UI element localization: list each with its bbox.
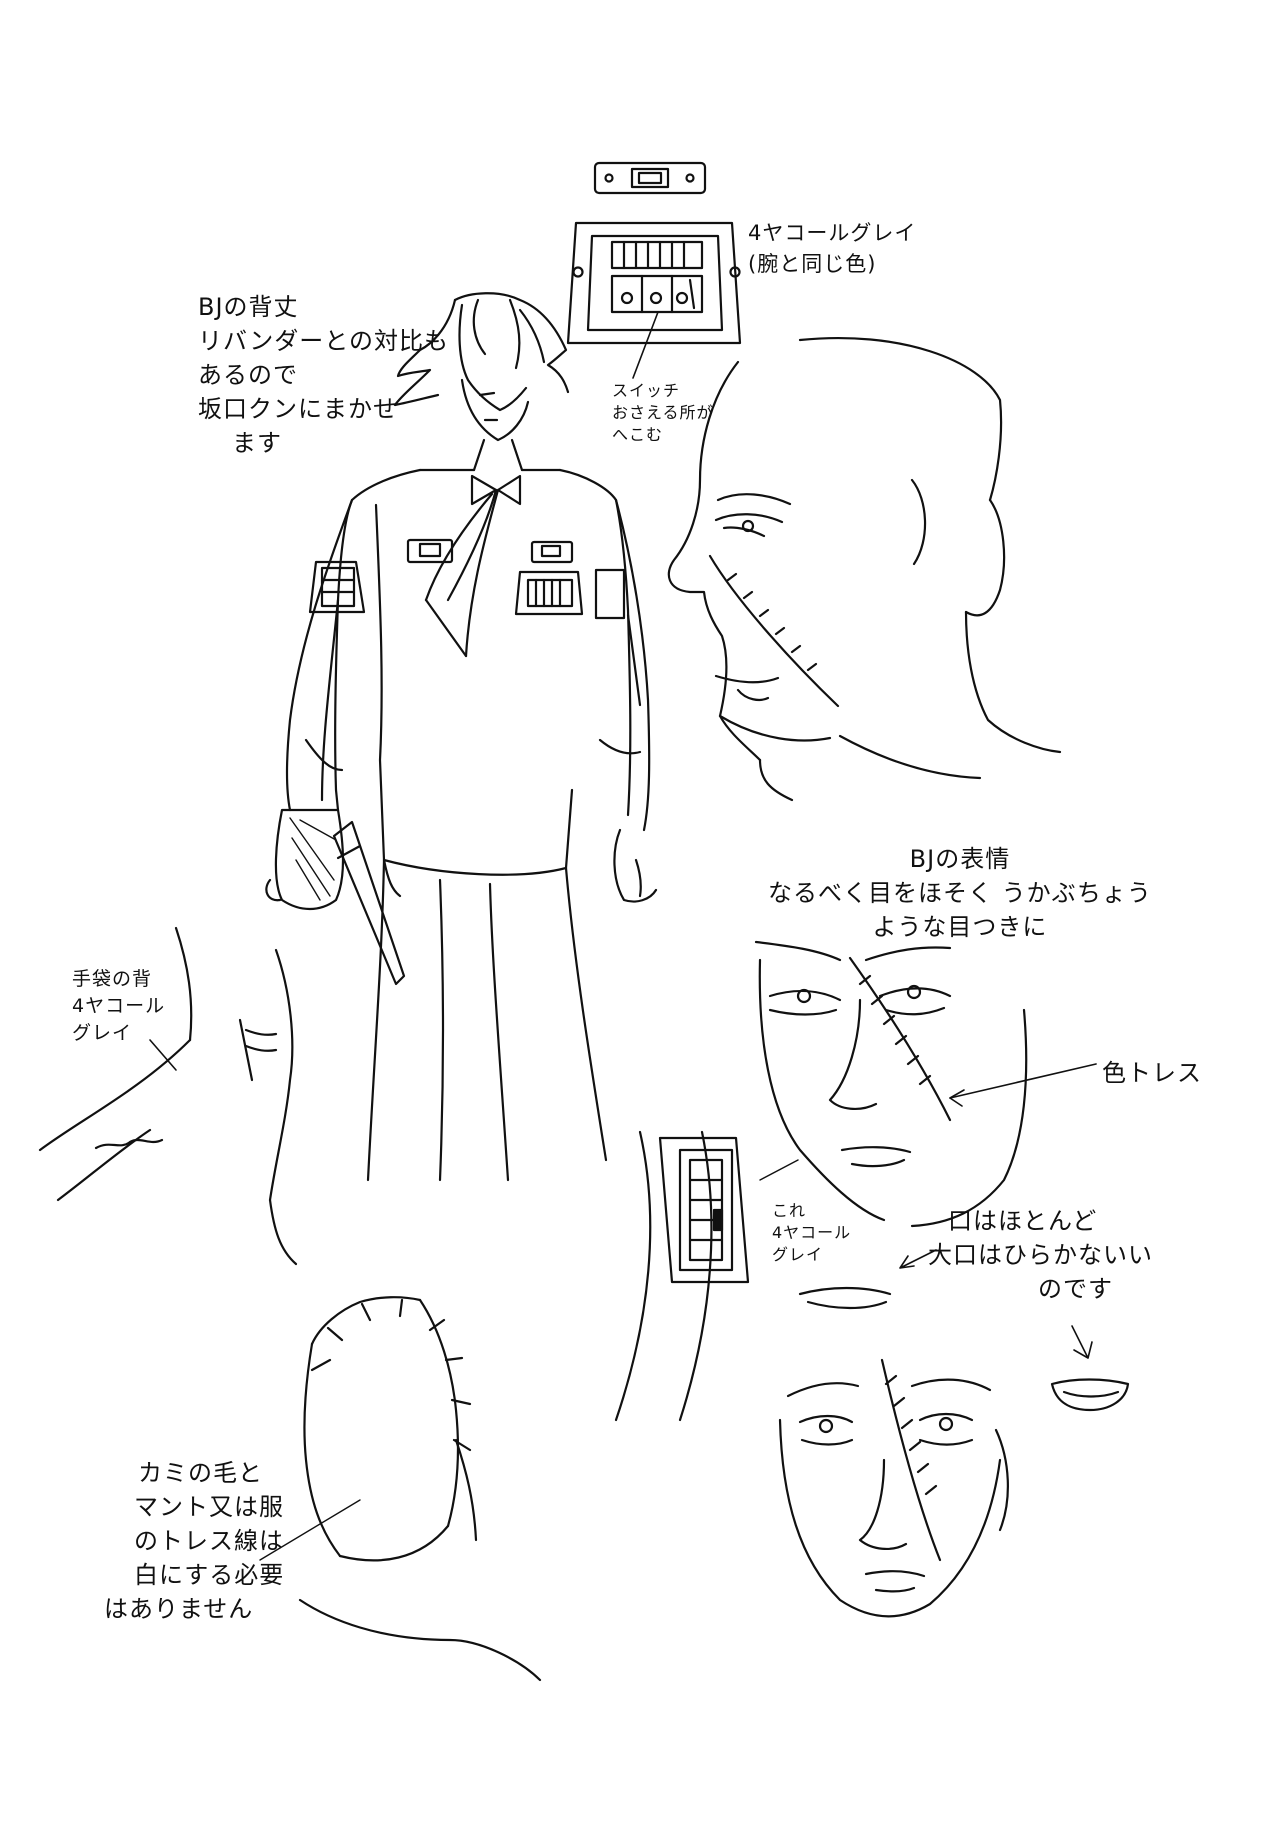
scar-trace-label: 色トレス	[1102, 1059, 1202, 1087]
mouth-line-2: 大口はひらかないい	[928, 1241, 1153, 1269]
height-line-5: ます	[232, 429, 282, 457]
switch-line-1: スイッチ	[612, 381, 681, 400]
expression-line-3: ような目つきに	[872, 913, 1048, 941]
hair-line-3: のトレス線は	[134, 1527, 284, 1555]
mouth-line-3: のです	[1038, 1275, 1113, 1303]
height-note: BJの背丈 リバンダーとの対比も あるので 坂口クンにまかせ ます	[198, 290, 449, 460]
hair-line-4: 白にする必要	[134, 1561, 285, 1589]
expression-line-2: なるべく目をほそく うかぶちょう	[768, 879, 1152, 907]
armband-label-note: これ 4ヤコール グレイ	[772, 1200, 851, 1266]
hair-line-2: マント又は服	[134, 1493, 284, 1521]
height-line-2: リバンダーとの対比も	[198, 327, 449, 355]
glove-back-line-2: 4ヤコール	[72, 995, 166, 1017]
mouth-line-1: 口はほとんど	[948, 1207, 1098, 1235]
armband-label-line-3: グレイ	[772, 1245, 824, 1264]
hair-line-1: カミの毛と	[138, 1459, 263, 1487]
angry-face-sketch	[780, 1250, 1128, 1616]
expression-note: BJの表情 なるべく目をほそく うかぶちょう ような目つきに	[768, 842, 1152, 944]
glove-back-line-3: グレイ	[72, 1022, 133, 1044]
hair-note: カミの毛と マント又は服 のトレス線は 白にする必要 はありません	[104, 1456, 284, 1626]
armband-label-line-2: 4ヤコール	[772, 1223, 852, 1242]
hair-line-5: はありません	[104, 1595, 254, 1623]
standing-figure	[266, 293, 656, 1180]
glove-back-line-1: 手袋の背	[72, 968, 153, 990]
switch-note: スイッチ おさえる所が へこむ	[612, 380, 714, 446]
expression-line-1: BJの表情	[909, 845, 1011, 873]
height-line-3: あるので	[198, 361, 298, 389]
hair-back-sketch	[260, 1297, 540, 1680]
wristband-color-line-2: (腕と同じ色)	[748, 252, 877, 276]
glove-back-sketch	[40, 928, 296, 1264]
small-device-sketch	[595, 163, 705, 193]
armband-label-line-1: これ	[772, 1201, 807, 1220]
glove-back-note: 手袋の背 4ヤコール グレイ	[72, 966, 165, 1047]
height-line-4: 坂口クンにまかせ	[198, 395, 398, 423]
scar-trace-note: 色トレス	[1102, 1056, 1202, 1090]
mouth-note: 口はほとんど 大口はひらかないい のです	[928, 1204, 1153, 1306]
wristband-color-line-1: 4ヤコールグレイ	[748, 221, 917, 245]
face-closeup-sketch	[756, 942, 1096, 1226]
profile-head-sketch	[669, 338, 1060, 800]
armband-detail-sketch	[616, 1132, 798, 1420]
switch-line-3: へこむ	[612, 425, 664, 444]
height-line-1: BJの背丈	[198, 293, 299, 321]
wristband-color-note: 4ヤコールグレイ (腕と同じ色)	[748, 218, 916, 280]
wrist-device-sketch	[568, 223, 740, 378]
switch-line-2: おさえる所が	[612, 403, 714, 422]
